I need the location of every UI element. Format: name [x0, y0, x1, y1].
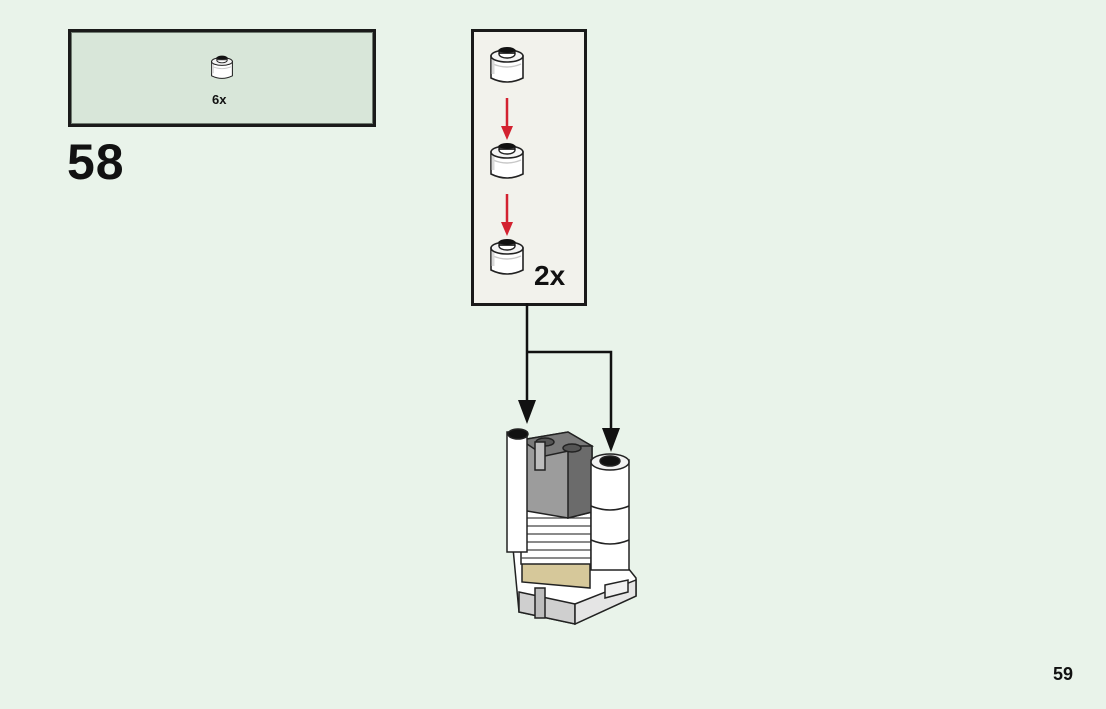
sub-assembly-box: 2x — [471, 29, 587, 306]
sub-assembly-diagram — [489, 45, 525, 276]
parts-list-box: 6x — [68, 29, 376, 127]
red-arrow-icon — [501, 194, 513, 236]
red-arrow-icon — [501, 98, 513, 140]
down-arrow-icon — [518, 400, 536, 424]
page-number: 59 — [1053, 664, 1074, 684]
down-arrow-icon — [602, 428, 620, 452]
sub-assembly-count-label: 2x — [534, 260, 566, 291]
model-build — [506, 428, 637, 626]
connector-arrows — [525, 303, 613, 430]
step-number: 58 — [67, 134, 125, 190]
parts-count-label: 6x — [212, 92, 227, 107]
